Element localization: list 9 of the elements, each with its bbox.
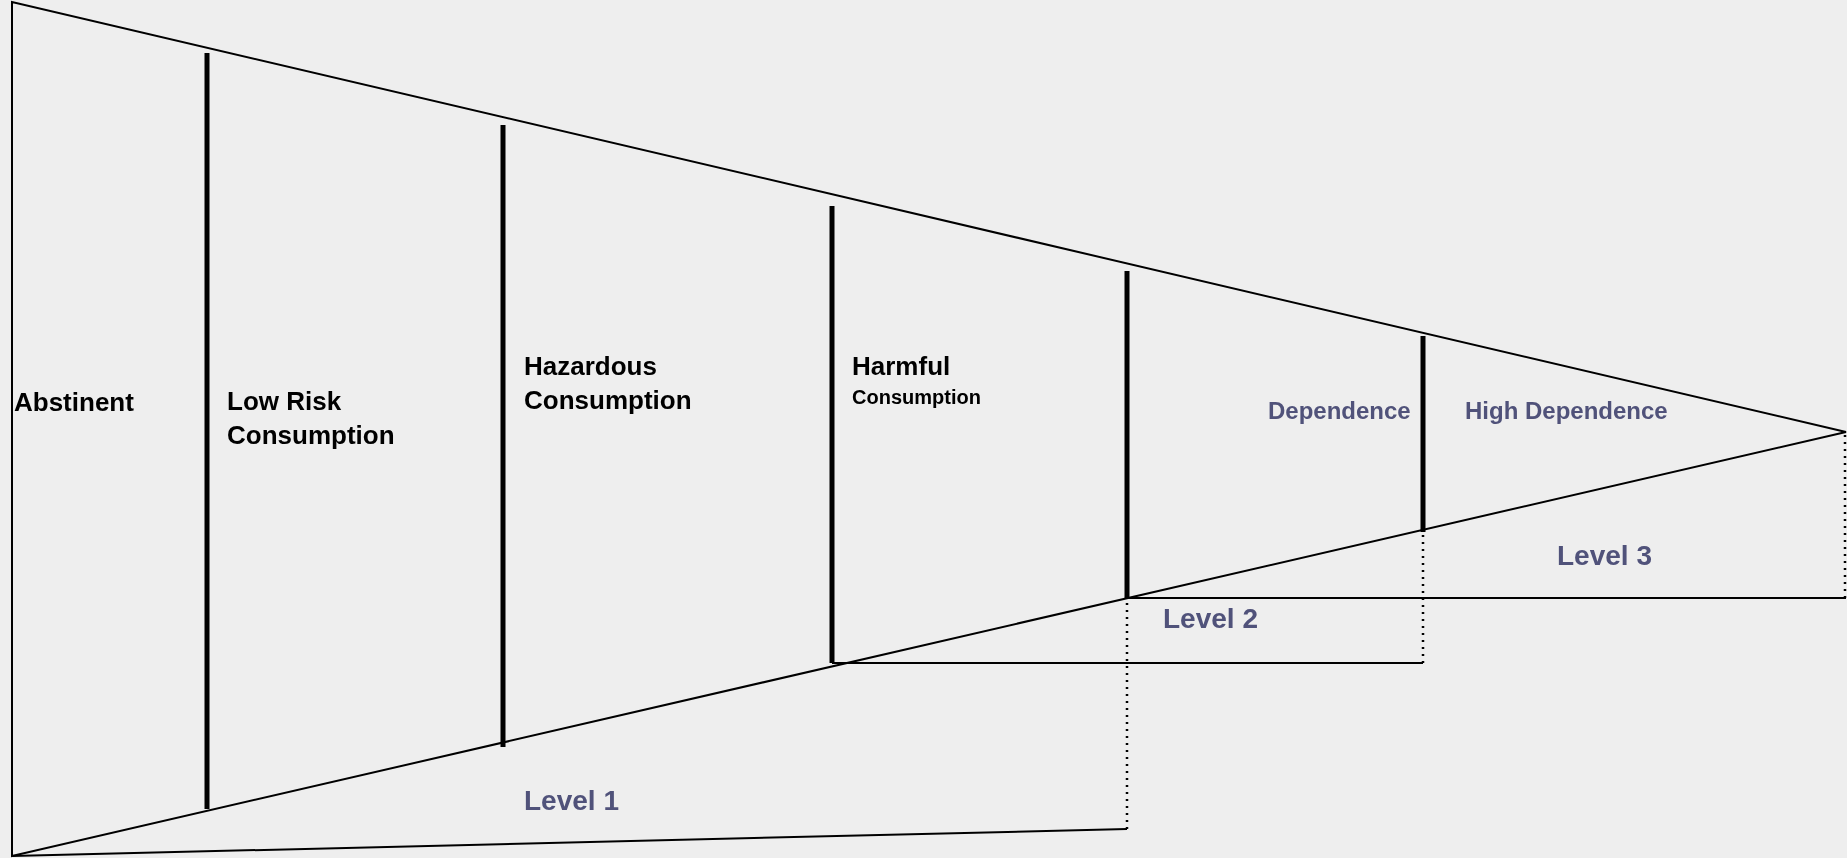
- segment-label: Consumption: [852, 384, 982, 410]
- level-label: Level 3: [1557, 540, 1652, 572]
- level-label: Level 1: [524, 785, 619, 817]
- segment-label: Dependence: [1268, 396, 1411, 426]
- segment-label: Hazardous Consumption: [524, 350, 693, 417]
- segment-label: High Dependence: [1465, 396, 1668, 426]
- segment-label: Harmful: [852, 350, 952, 383]
- segment-label: Low Risk Consumption: [227, 385, 396, 452]
- level-label: Level 2: [1163, 603, 1258, 635]
